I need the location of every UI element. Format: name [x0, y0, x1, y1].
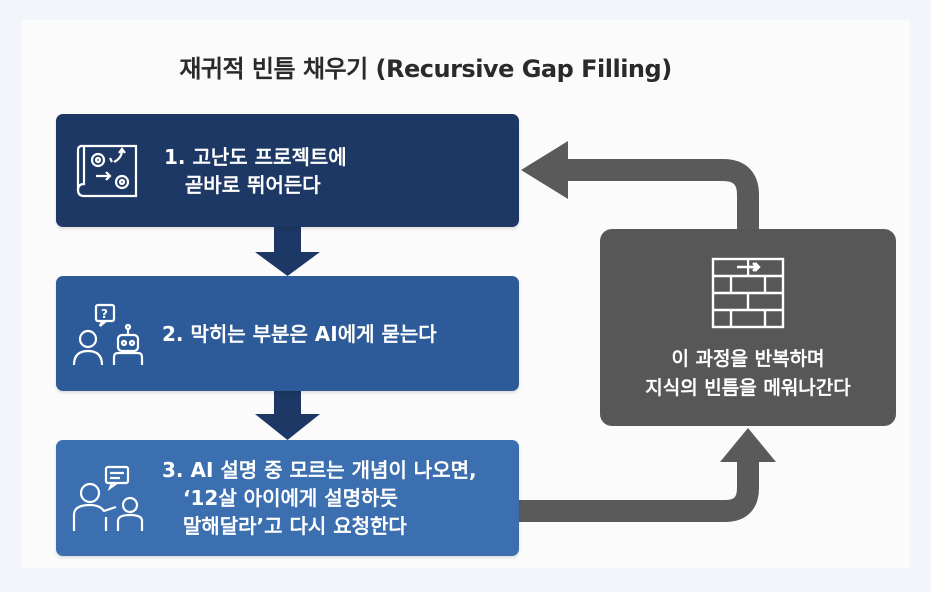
down-arrow-2	[255, 391, 320, 440]
svg-text:?: ?	[101, 307, 108, 321]
blueprint-gears-icon	[76, 144, 138, 197]
step-2-box: ? 2. 막히는 부분은 AI에게 묻는다	[56, 276, 519, 391]
brick-wall-icon	[711, 257, 785, 329]
person-asking-robot-icon: ?	[72, 303, 144, 365]
step-1-text: 1. 고난도 프로젝트에 곧바로 뛰어든다	[164, 144, 347, 197]
diagram-title: 재귀적 빈틈 채우기 (Recursive Gap Filling)	[0, 49, 931, 84]
return-arrow-top	[566, 159, 759, 229]
down-arrow-1	[255, 227, 320, 276]
repeat-box: 이 과정을 반복하며 지식의 빈틈을 메워나간다	[600, 229, 896, 426]
step-1-box: 1. 고난도 프로젝트에 곧바로 뛰어든다	[56, 114, 519, 227]
diagram-title-text: 재귀적 빈틈 채우기 (Recursive Gap Filling)	[179, 55, 672, 83]
return-arrow-top-head	[521, 141, 568, 199]
step-3-text: 3. AI 설명 중 모르는 개념이 나오면, ‘12살 아이에게 설명하듯 말…	[162, 458, 477, 538]
return-arrow-bottom	[519, 460, 759, 522]
step-2-text: 2. 막히는 부분은 AI에게 묻는다	[162, 321, 437, 346]
repeat-text: 이 과정을 반복하며 지식의 빈틈을 메워나간다	[645, 348, 851, 399]
step-3-box: 3. AI 설명 중 모르는 개념이 나오면, ‘12살 아이에게 설명하듯 말…	[56, 440, 519, 556]
return-arrow-bottom-head	[720, 428, 776, 462]
teacher-child-icon	[72, 465, 144, 531]
